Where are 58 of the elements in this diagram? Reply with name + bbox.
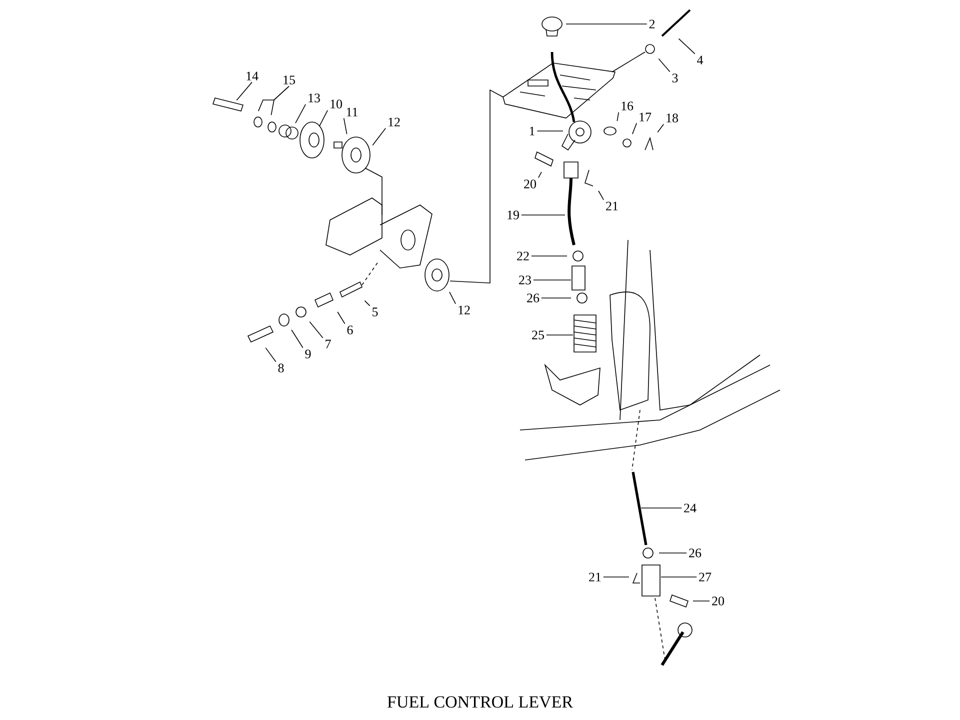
callout-number: 12 bbox=[388, 118, 400, 126]
callout-number: 21 bbox=[589, 572, 601, 582]
callout-number: 26 bbox=[689, 548, 702, 558]
leader-line bbox=[364, 300, 370, 306]
callout-number: 18 bbox=[666, 114, 678, 122]
callout-number: 8 bbox=[278, 364, 284, 372]
callout-number: 14 bbox=[246, 72, 258, 80]
callout-number: 27 bbox=[699, 572, 712, 582]
leader-line bbox=[538, 171, 542, 178]
leader-line bbox=[658, 552, 687, 554]
leader-line bbox=[598, 190, 604, 200]
callout-number: 2 bbox=[649, 20, 655, 28]
callout-number: 3 bbox=[672, 74, 678, 82]
leader-line bbox=[372, 128, 386, 146]
callout-number: 17 bbox=[640, 112, 652, 122]
leader-line bbox=[270, 86, 290, 116]
leader-line bbox=[449, 292, 456, 304]
leader-line bbox=[291, 329, 304, 348]
callout-number: 5 bbox=[372, 308, 378, 316]
leader-line bbox=[236, 82, 252, 101]
callout-number: 21 bbox=[606, 202, 618, 210]
leader-line bbox=[678, 38, 696, 54]
callout-number: 20 bbox=[712, 596, 724, 606]
callout-number: 4 bbox=[697, 56, 704, 64]
leader-line bbox=[692, 600, 710, 602]
leader-line bbox=[343, 118, 348, 134]
leader-line bbox=[337, 311, 346, 324]
callout-number: 20 bbox=[524, 180, 536, 188]
callout-number: 12 bbox=[458, 306, 470, 314]
callout-number: 24 bbox=[684, 504, 696, 512]
leader-line bbox=[657, 124, 664, 133]
callout-number: 16 bbox=[622, 102, 634, 110]
leader-line bbox=[603, 576, 630, 578]
callout-number: 19 bbox=[508, 210, 519, 220]
leader-line bbox=[660, 576, 697, 578]
leader-line bbox=[632, 122, 637, 134]
callout-number: 22 bbox=[517, 252, 529, 260]
leader-line bbox=[521, 214, 566, 216]
callout-number: 26 bbox=[527, 294, 540, 302]
callout-number: 25 bbox=[532, 330, 544, 340]
callout-number: 23 bbox=[519, 276, 531, 284]
callout-number: 10 bbox=[330, 100, 342, 108]
callout-number: 7 bbox=[326, 340, 331, 348]
leader-line bbox=[319, 110, 328, 126]
callout-number: 15 bbox=[284, 76, 295, 84]
callout-number: 13 bbox=[308, 94, 320, 102]
leader-line bbox=[309, 321, 324, 338]
leader-line bbox=[658, 58, 670, 72]
callout-number: 6 bbox=[347, 326, 353, 334]
leader-line bbox=[546, 334, 574, 336]
callout-number: 11 bbox=[346, 108, 358, 116]
callout-number: 9 bbox=[305, 350, 311, 358]
leader-line bbox=[295, 104, 306, 124]
leader-line bbox=[265, 347, 276, 362]
leader-line bbox=[536, 130, 564, 132]
caption: FUEL CONTROL LEVER bbox=[387, 696, 573, 708]
callout-number: 1 bbox=[530, 126, 534, 136]
leader-line bbox=[616, 112, 619, 122]
